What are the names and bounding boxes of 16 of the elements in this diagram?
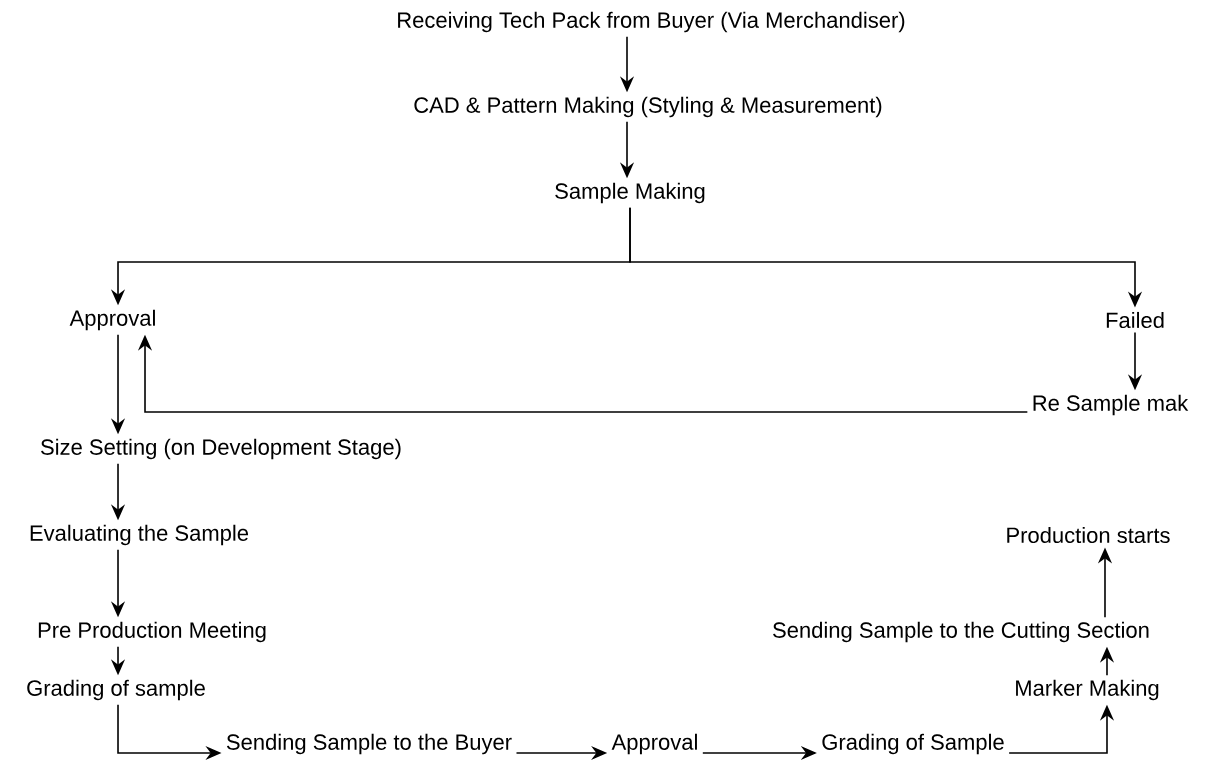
step-label: Approval [611,733,697,755]
step-label: Sending Sample to the Cutting Section [773,621,1149,643]
step-label: CAD & Pattern Making (Styling & Measurement) [414,96,882,118]
step-label: Production starts [1007,526,1170,544]
step-label: Grading of Sample [822,733,1004,755]
step-label: Pre Production Meeting [38,621,266,643]
step-label: Grading of sample [27,679,205,701]
step-label: Size Setting (on Development Stage) [41,438,401,460]
step-label: Marker Making [1016,679,1159,701]
step-label: Receiving Tech Pack from Buyer (Via Merchandiser) [398,11,905,33]
step-label: Sample Making [555,182,705,204]
step-label: Sending Sample to the Buyer [226,733,512,755]
step-label: Evaluating the Sample [30,524,249,546]
step-label: Approval [69,309,155,331]
step-label: Failed [1106,311,1164,329]
step-label: Re Sample mak [1033,394,1189,416]
